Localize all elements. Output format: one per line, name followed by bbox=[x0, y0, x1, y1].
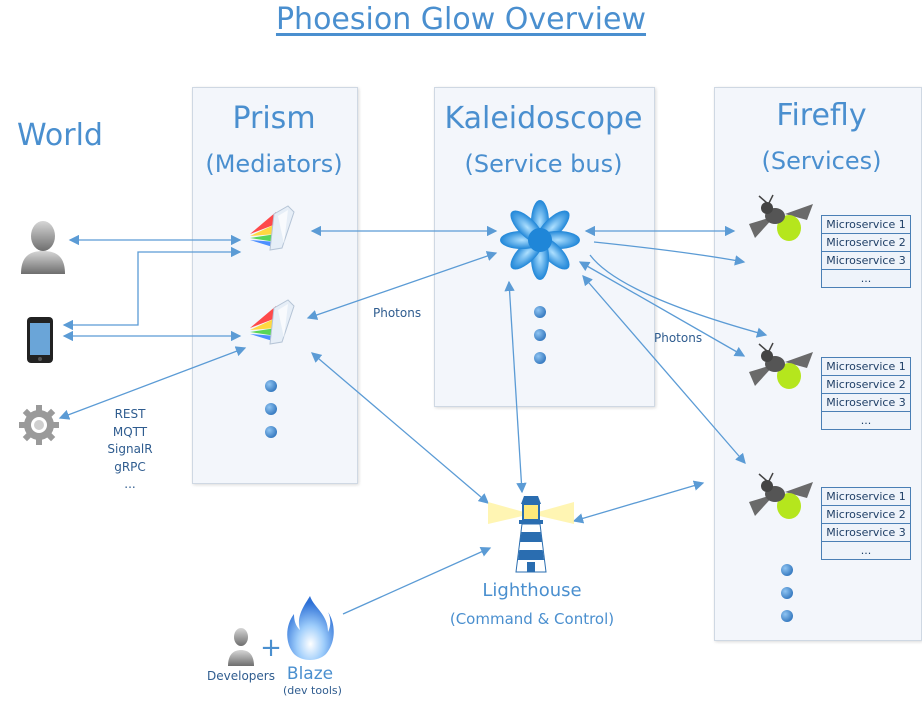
firefly-icon bbox=[749, 194, 813, 241]
lighthouse-subtitle: (Command & Control) bbox=[449, 610, 615, 628]
arrow-prism2-kaleidoscope bbox=[306, 251, 498, 320]
microservice-item: Microservice 2 bbox=[822, 506, 910, 524]
arrow-prism2-lighthouse bbox=[311, 352, 489, 504]
firefly-title: Firefly bbox=[776, 98, 867, 133]
kaleidoscope-icon bbox=[500, 200, 580, 280]
ellipsis-dot bbox=[534, 352, 546, 364]
microservice-item: Microservice 3 bbox=[822, 394, 910, 412]
ellipsis-dot bbox=[534, 329, 546, 341]
world-label: World bbox=[17, 118, 103, 153]
prism-icon bbox=[250, 299, 295, 345]
microservice-item: Microservice 2 bbox=[822, 234, 910, 252]
firefly-subtitle: (Services) bbox=[761, 147, 882, 175]
microservice-item: ... bbox=[860, 414, 872, 427]
firefly-icon bbox=[749, 342, 813, 389]
microservice-item: Microservice 1 bbox=[822, 216, 910, 234]
prism-subtitle: (Mediators) bbox=[205, 150, 343, 178]
user-icon bbox=[21, 221, 65, 274]
ellipsis-dot bbox=[781, 587, 793, 599]
ellipsis-dot bbox=[265, 403, 277, 415]
protocol-mqtt: MQTT bbox=[112, 424, 148, 439]
arrow-kaleidoscope-lighthouse bbox=[504, 280, 527, 494]
arrow-kaleidoscope-firefly3 bbox=[582, 275, 746, 464]
arrow-phone-prism1 bbox=[62, 246, 242, 331]
ellipsis-dot bbox=[265, 426, 277, 438]
firefly-icon bbox=[749, 472, 813, 519]
microservice-item: Microservice 3 bbox=[822, 252, 910, 270]
blaze-title: Blaze bbox=[286, 664, 334, 684]
protocol-signalr: SignalR bbox=[107, 442, 153, 456]
protocol-rest: REST bbox=[114, 407, 146, 421]
prism-title: Prism bbox=[232, 101, 316, 136]
developer-icon bbox=[228, 628, 254, 666]
ellipsis-dot bbox=[265, 380, 277, 392]
blaze-subtitle: (dev tools) bbox=[283, 684, 342, 697]
arrow-gear-prism2 bbox=[58, 346, 247, 420]
arrow-lighthouse-firefly3 bbox=[572, 480, 705, 524]
microservice-item: ... bbox=[860, 272, 872, 285]
photons-label-left: Photons bbox=[373, 306, 422, 320]
microservice-item: Microservice 1 bbox=[822, 358, 910, 376]
microservice-item: ... bbox=[860, 544, 872, 557]
kaleidoscope-title: Kaleidoscope bbox=[444, 101, 643, 136]
arrow-kaleidoscope-firefly-extra bbox=[593, 241, 746, 266]
microservice-group: Microservice 1 Microservice 2 Microservi… bbox=[821, 487, 911, 560]
microservice-item: Microservice 2 bbox=[822, 376, 910, 394]
blaze-flame-icon bbox=[287, 596, 334, 660]
protocol-more: ... bbox=[124, 477, 136, 491]
gear-icon bbox=[19, 405, 59, 445]
microservice-group: Microservice 1 Microservice 2 Microservi… bbox=[821, 215, 911, 288]
phone-icon bbox=[27, 317, 53, 363]
diagram-title: Phoesion Glow Overview bbox=[275, 2, 647, 37]
lighthouse-icon bbox=[488, 496, 574, 573]
ellipsis-dot bbox=[781, 564, 793, 576]
ellipsis-dot bbox=[781, 610, 793, 622]
kaleidoscope-subtitle: (Service bus) bbox=[464, 150, 623, 178]
microservice-item: Microservice 1 bbox=[822, 488, 910, 506]
arrow-blaze-lighthouse bbox=[342, 546, 492, 615]
prism-icon bbox=[250, 205, 295, 251]
ellipsis-dot bbox=[534, 306, 546, 318]
protocol-grpc: gRPC bbox=[114, 459, 146, 474]
photons-label-right: Photons bbox=[654, 331, 703, 345]
microservice-group: Microservice 1 Microservice 2 Microservi… bbox=[821, 357, 911, 430]
arrow-kaleidoscope-firefly2a bbox=[589, 254, 768, 338]
lighthouse-title: Lighthouse bbox=[482, 580, 582, 601]
developers-label: Developers bbox=[207, 669, 275, 683]
plus-sign: + bbox=[260, 633, 282, 663]
microservice-item: Microservice 3 bbox=[822, 524, 910, 542]
protocol-list: REST MQTT SignalR gRPC ... bbox=[100, 406, 160, 494]
